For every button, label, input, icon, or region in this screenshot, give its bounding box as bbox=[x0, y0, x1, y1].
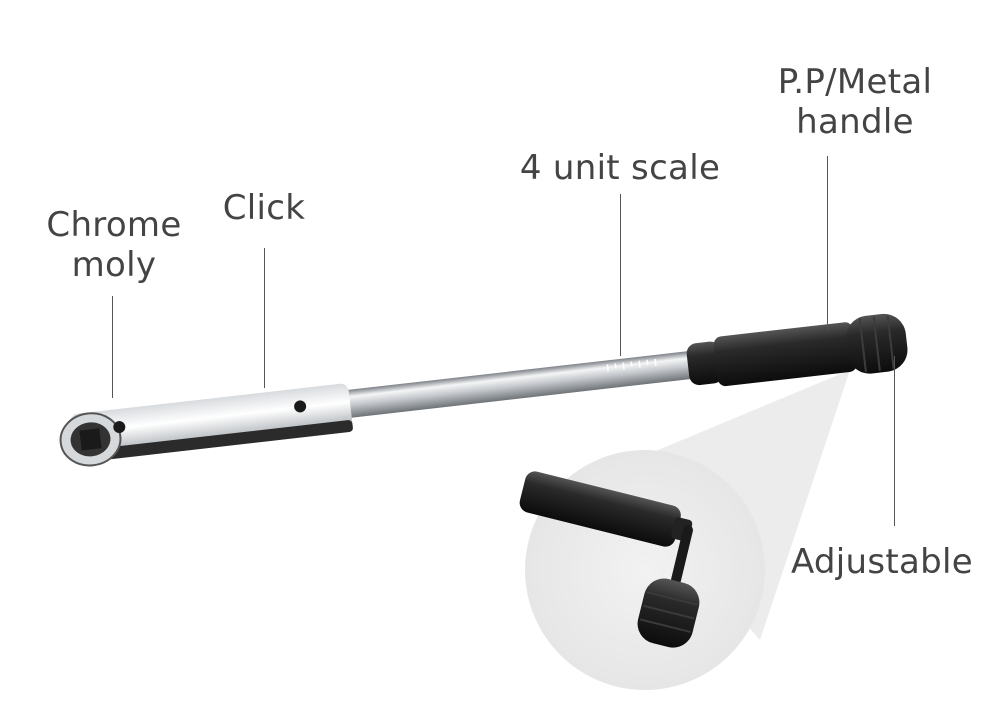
label-adjustable: Adjustable bbox=[790, 542, 974, 582]
inset-arm bbox=[671, 525, 693, 585]
wrench-body bbox=[59, 313, 908, 467]
leader-scale bbox=[620, 194, 621, 356]
label-chrome-moly-line2: moly bbox=[71, 245, 157, 285]
adjuster-inset bbox=[519, 370, 850, 690]
end-cap-icon bbox=[846, 313, 908, 374]
leader-click bbox=[264, 248, 265, 388]
adjuster-knob-icon bbox=[637, 578, 700, 648]
scale-markings bbox=[606, 358, 657, 372]
label-chrome-moly-line1: Chrome bbox=[46, 205, 182, 245]
body-rivet bbox=[294, 400, 307, 413]
label-click: Click bbox=[222, 188, 306, 228]
grip-collar bbox=[686, 341, 724, 386]
leader-chrome-moly bbox=[112, 296, 113, 398]
label-handle-line2: handle bbox=[796, 102, 914, 142]
label-handle: P.P/Metal handle bbox=[760, 62, 950, 142]
label-handle-line1: P.P/Metal bbox=[777, 62, 933, 102]
ratchet-head-block bbox=[70, 383, 353, 462]
rubber-grip-icon bbox=[713, 322, 857, 387]
label-chrome-moly: Chrome moly bbox=[36, 205, 192, 285]
label-scale: 4 unit scale bbox=[519, 148, 721, 188]
leader-handle bbox=[827, 156, 828, 330]
chrome-shaft bbox=[329, 350, 700, 420]
leader-adjustable bbox=[894, 356, 895, 526]
head-rivet bbox=[113, 421, 126, 434]
ratchet-head-icon bbox=[59, 412, 122, 467]
